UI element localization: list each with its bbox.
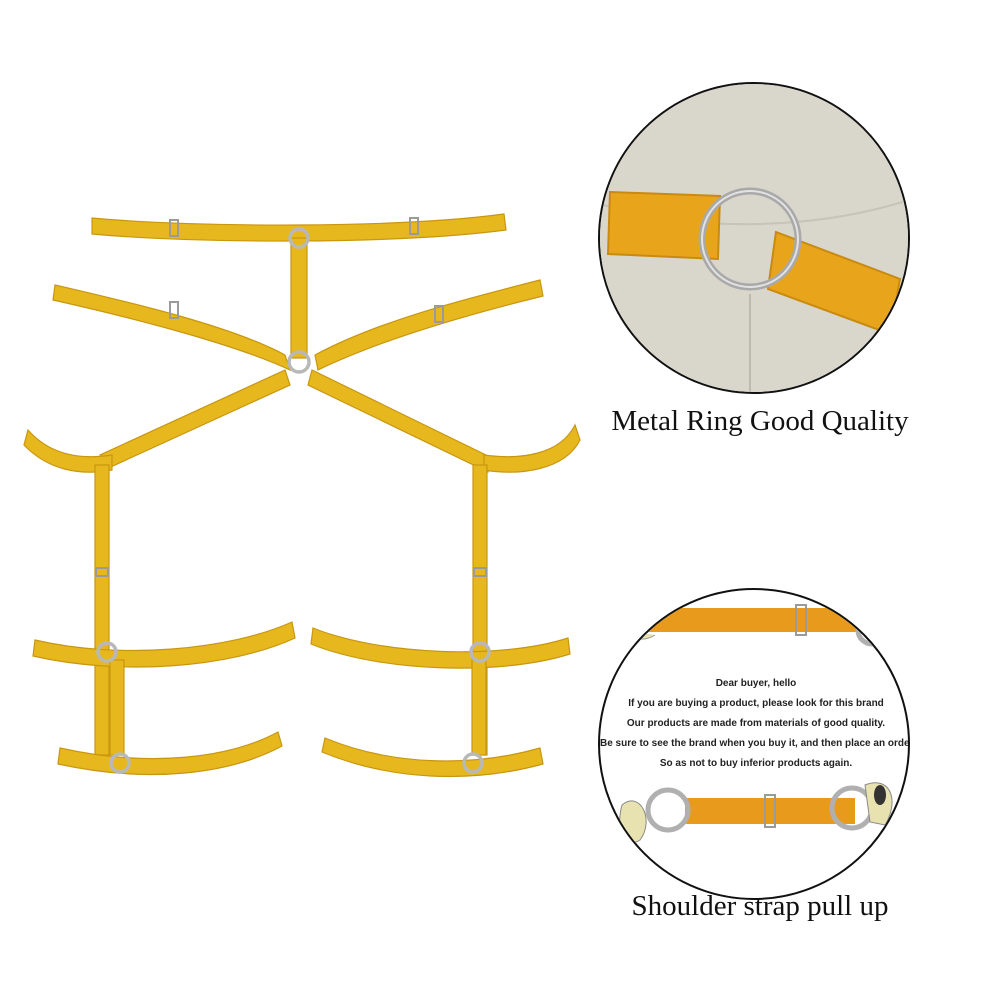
notice-line: So as not to buy inferior products again… — [659, 758, 853, 769]
bottom-orange-strap — [685, 798, 855, 824]
right-hip-strap — [483, 423, 581, 473]
slider-buckle — [434, 305, 444, 323]
slider-buckle — [764, 794, 776, 828]
ring — [96, 641, 118, 663]
ring — [469, 641, 491, 663]
ring-caption: Metal Ring Good Quality — [611, 405, 909, 437]
harness-product-image — [23, 213, 581, 778]
metal-ring-closeup — [598, 82, 910, 394]
right-lower-connector — [471, 659, 487, 756]
notice-line: Dear buyer, hello — [715, 678, 797, 689]
right-cross-strap — [307, 369, 493, 473]
left-cross-strap — [99, 369, 291, 471]
strap-caption: Shoulder strap pull up — [631, 890, 889, 922]
right-upper-thigh-strap — [310, 627, 571, 669]
notice-line: Be sure to see the brand when you buy it… — [600, 738, 910, 749]
ring — [462, 752, 484, 774]
strap-closeup: Dear buyer, hello If you are buying a pr… — [598, 588, 910, 900]
slider-buckle — [795, 604, 807, 636]
ring — [855, 613, 889, 647]
top-orange-strap — [610, 608, 860, 632]
ring — [287, 350, 311, 374]
left-hip-strap — [23, 428, 113, 473]
slider-buckle — [169, 219, 179, 237]
slider-buckle — [95, 567, 109, 577]
ring — [109, 752, 131, 774]
left-lower-connector — [109, 659, 125, 756]
center-vertical-strap — [290, 237, 308, 359]
left-upper-thigh-strap — [32, 621, 296, 668]
ring — [288, 227, 310, 249]
notice-line: If you are buying a product, please look… — [628, 698, 884, 709]
left-side-vertical-strap — [94, 464, 110, 756]
second-waist-strap — [52, 284, 292, 372]
right-lower-thigh-strap — [321, 737, 544, 778]
notice-line: Our products are made from materials of … — [626, 718, 886, 729]
ring — [645, 787, 691, 833]
slider-buckle — [473, 567, 487, 577]
slider-buckle — [409, 217, 419, 235]
second-waist-strap-right — [314, 279, 544, 371]
left-lower-thigh-strap — [57, 731, 283, 776]
slider-buckle — [169, 301, 179, 319]
